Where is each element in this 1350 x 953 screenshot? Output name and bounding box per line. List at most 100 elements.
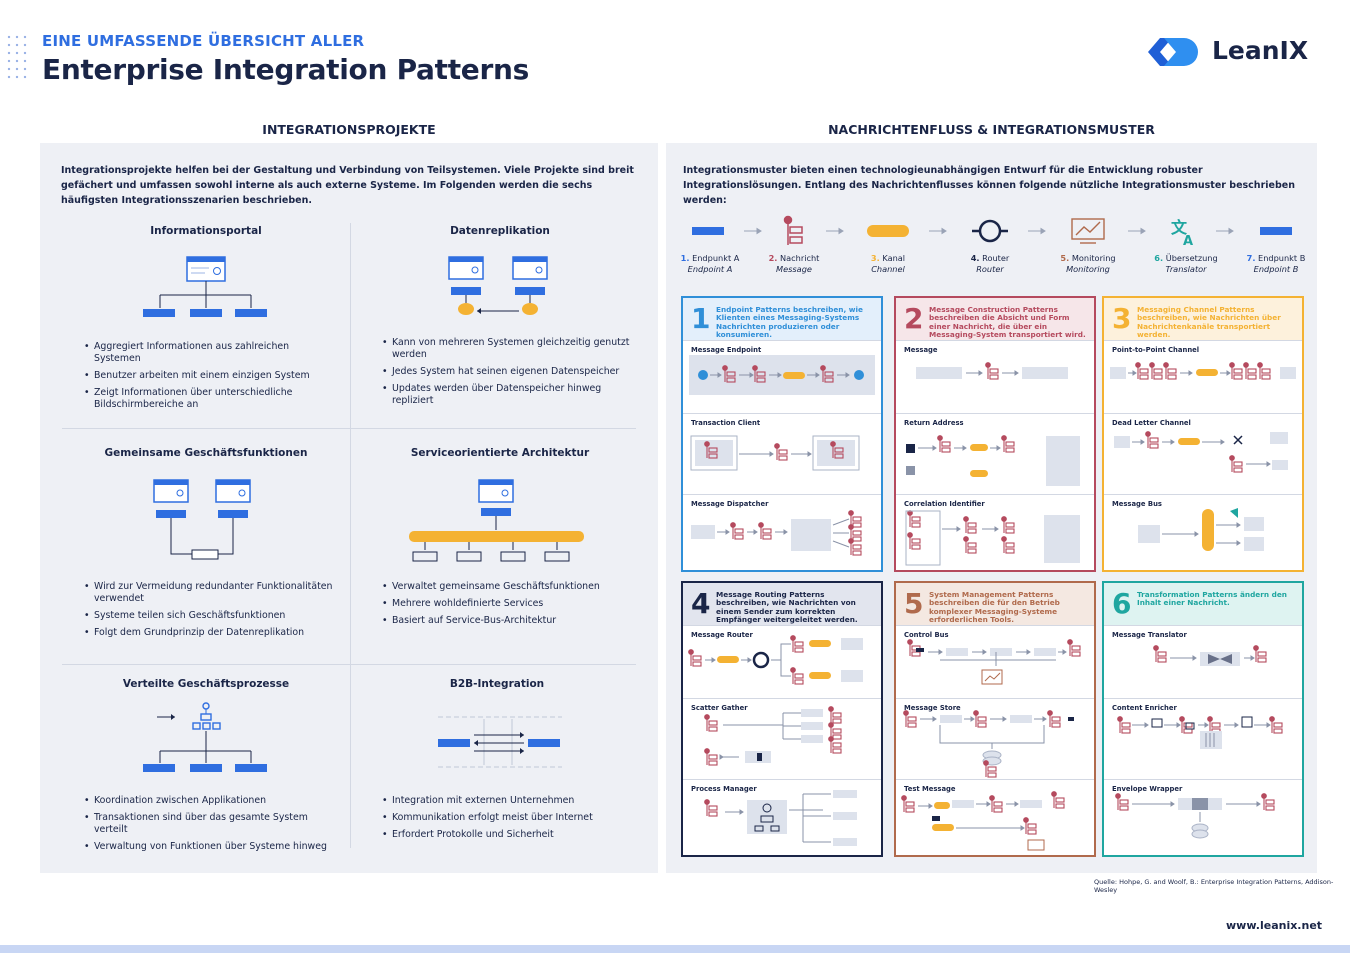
subsection-title: Correlation Identifier [904,500,985,508]
pattern-subsection: Message Dispatcher [683,494,881,574]
pattern-subsection: Message Translator [1104,625,1302,698]
subsection-title: Message Translator [1112,631,1187,639]
pattern-subsection: Correlation Identifier [896,494,1094,574]
pattern-description: Messaging Channel Patterns beschreiben, … [1137,305,1281,340]
pattern-subsection: Content Enricher [1104,698,1302,779]
shared-functions-diagram [153,479,251,560]
distributed-process-diagram [143,702,267,772]
pattern-subsection: Return Address [896,413,1094,494]
logo-text: LeanIX [1212,36,1309,65]
subsection-title: Message [904,346,938,354]
bullet: Updates werden über Datenspeicher hinweg… [382,383,632,407]
pattern-subsection: Process Manager [683,779,881,859]
right-intro: Integrationsmuster bieten einen technolo… [683,165,1295,206]
svg-text:A: A [1183,234,1193,249]
subsection-title: Scatter Gather [691,704,748,712]
pattern-mini-diagram [903,710,1074,778]
pattern-subsection: Dead Letter Channel [1104,413,1302,494]
pattern-subsection: Message Endpoint [683,340,881,413]
pattern-mini-diagram [1138,508,1264,551]
pattern-mini-diagram [691,510,862,556]
pattern-mini-diagram [901,791,1065,851]
grid-divider [62,428,636,429]
bullet: Mehrere wohldefinierte Services [382,598,632,610]
pattern-number: 2 [904,302,924,335]
right-panel: Integrationsmuster bieten einen technolo… [666,143,1317,873]
pattern-number: 1 [691,302,711,335]
pattern-subsection: Message Bus [1104,494,1302,574]
cell-title: Verteilte Geschäftsprozesse [122,678,290,690]
bullet: Folgt dem Grundprinzip der Datenreplikat… [84,627,334,639]
decorative-dots [5,33,29,79]
subsection-title: Return Address [904,419,964,427]
website-link[interactable]: www.leanix.net [1226,919,1323,932]
channel-icon [867,225,909,237]
pattern-subsection: Message Router [683,625,881,698]
subsection-title: Test Message [904,785,956,793]
source-citation: Quelle: Hohpe, G. and Woolf, B.: Enterpr… [1094,878,1334,894]
pattern-mini-diagram [704,790,857,846]
translator-icon: 文A [1171,218,1193,249]
left-section-title: INTEGRATIONSPROJEKTE [262,122,436,137]
subsection-title: Message Dispatcher [691,500,769,508]
bullet: Integration mit externen Unternehmen [382,795,632,807]
portal-diagram [143,256,267,317]
cell-bullets: Kann von mehreren Systemen gleichzeitig … [382,337,632,412]
bullet: Benutzer arbeiten mit einem einzigen Sys… [84,370,334,382]
pattern-subsection: Scatter Gather [683,698,881,779]
bullet: Kann von mehreren Systemen gleichzeitig … [382,337,632,361]
endpoint-a-icon [692,227,724,235]
pattern-mini-diagram [916,362,1068,380]
header-kicker: EINE UMFASSENDE ÜBERSICHT ALLER [42,32,365,50]
grid-divider [62,664,636,665]
b2b-diagram [438,716,562,768]
pattern-mini-diagram [690,435,860,471]
pattern-description: Message Construction Patterns beschreibe… [929,305,1086,340]
pattern-mini-diagram [704,706,842,766]
pattern-mini-diagram [1114,431,1288,473]
pattern-mini-diagram [1153,645,1267,666]
cell-title: Informationsportal [150,225,262,237]
subsection-title: Message Store [904,704,961,712]
bullet: Erfordert Protokolle und Sicherheit [382,829,632,841]
bullet: Basiert auf Service-Bus-Architektur [382,615,632,627]
cell-bullets: Koordination zwischen Applikationen Tran… [84,795,344,858]
subsection-title: Process Manager [691,785,757,793]
pattern-subsection: Transaction Client [683,413,881,494]
subsection-title: Transaction Client [691,419,761,427]
cell-title: Datenreplikation [450,225,550,237]
subsection-title: Message Endpoint [691,346,762,354]
pattern-number: 4 [691,587,711,620]
message-icon [783,215,803,245]
bullet: Systeme teilen sich Geschäftsfunktionen [84,610,334,622]
pattern-mini-diagram [1117,716,1283,749]
pattern-description: Endpoint Patterns beschreiben, wie Klien… [716,305,863,340]
cell-bullets: Integration mit externen Unternehmen Kom… [382,795,632,846]
pattern-mini-diagram [688,635,863,685]
pattern-mini-diagram [905,510,1080,566]
pattern-mini-diagram [689,355,875,395]
endpoint-b-icon [1260,227,1292,235]
pattern-subsection: Control Bus [896,625,1094,698]
pattern-number: 6 [1112,587,1132,620]
pattern-mini-diagram [906,435,1080,486]
pattern-description: Message Routing Patterns beschreiben, wi… [716,590,858,625]
bullet: Transaktionen sind über das gesamte Syst… [84,812,344,836]
bullet: Jedes System hat seinen eigenen Datenspe… [382,366,632,378]
cell-bullets: Aggregiert Informationen aus zahlreichen… [84,341,334,416]
pattern-subsection: Point-to-Point Channel [1104,340,1302,413]
pattern-subsection: Message [896,340,1094,413]
